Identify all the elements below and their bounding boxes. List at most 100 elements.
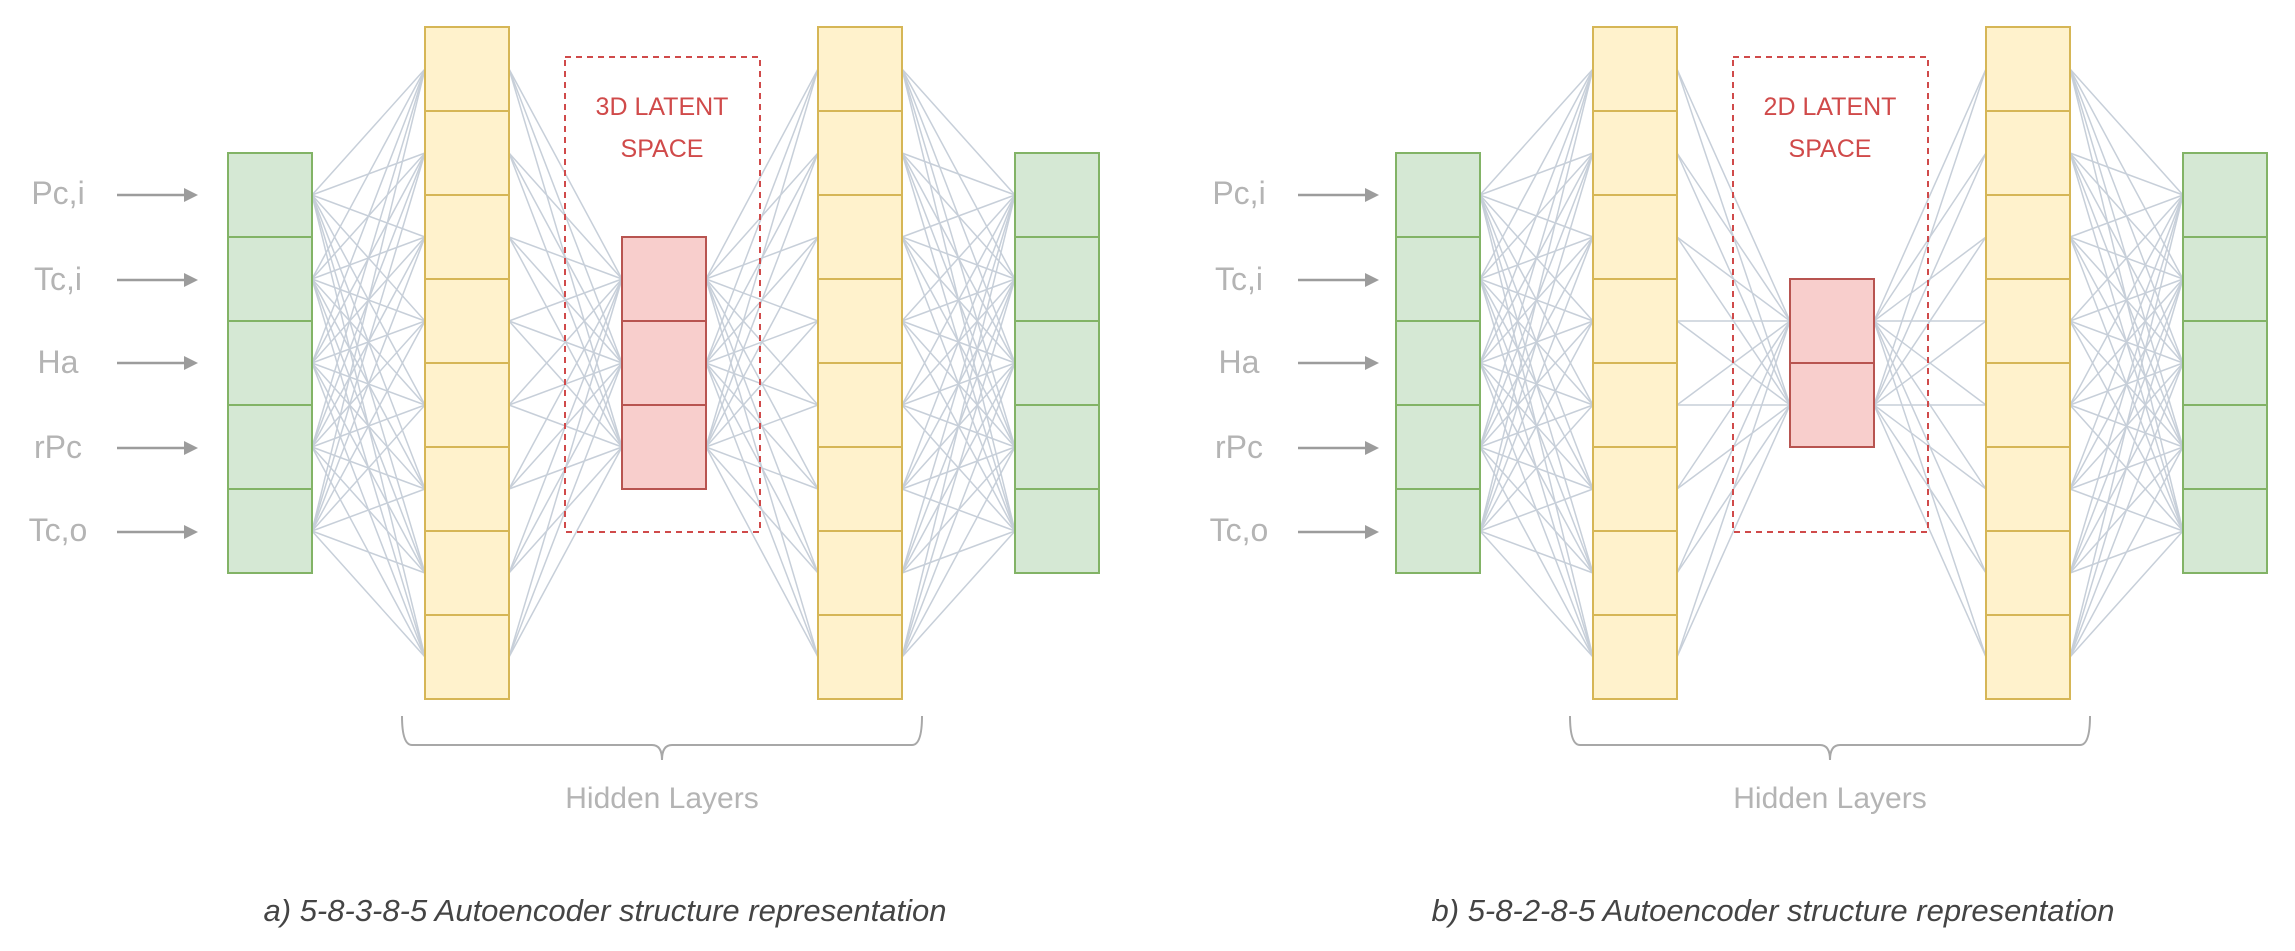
hidden-layers-brace <box>1569 715 2091 761</box>
neuron-cell <box>227 236 313 322</box>
neuron-cell <box>1592 278 1678 364</box>
arrow-icon <box>117 356 198 370</box>
connection-line <box>2069 68 2184 196</box>
arrow-icon <box>117 273 198 287</box>
connection-line <box>901 68 1016 196</box>
neuron-cell <box>1395 320 1481 406</box>
neuron-cell <box>227 152 313 238</box>
arrow-icon <box>1298 441 1379 455</box>
latent-layer <box>621 236 707 490</box>
panel-a: 3D LATENT SPACE Pc,i Tc,i Ha rPc Tc,o Hi… <box>29 26 1100 928</box>
neuron-cell <box>424 614 510 700</box>
decoder-hidden-layer <box>817 26 903 700</box>
neuron-cell <box>817 530 903 616</box>
connection-line <box>2069 194 2184 322</box>
neuron-cell <box>1789 278 1875 364</box>
neuron-cell <box>1592 530 1678 616</box>
hidden-layers-label: Hidden Layers <box>1733 782 1926 815</box>
panel-b: 2D LATENT SPACE Pc,i Tc,i Ha rPc Tc,o Hi… <box>1210 26 2268 928</box>
latent-space-box: 2D LATENT SPACE <box>1732 56 1929 533</box>
layer-cells <box>1395 26 2268 700</box>
neuron-cell <box>1985 110 2071 196</box>
arrow-icon <box>1298 525 1379 539</box>
neuron-cell <box>1592 26 1678 112</box>
connection-line <box>2069 152 2184 196</box>
connection-line <box>311 68 426 448</box>
input-label: Tc,o <box>1210 512 1269 548</box>
connection-line <box>1676 236 1791 322</box>
connection-line <box>705 152 819 448</box>
input-label: Tc,i <box>34 261 82 297</box>
neuron-cell <box>1395 404 1481 490</box>
connection-line <box>705 236 819 448</box>
connection-line <box>705 68 819 364</box>
connection-line <box>1479 68 1594 196</box>
neuron-cell <box>424 194 510 280</box>
connection-line <box>508 446 623 658</box>
connection-line <box>508 278 623 406</box>
neuron-cell <box>1014 320 1100 406</box>
connection-line <box>2069 194 2184 406</box>
connection-line <box>705 68 819 448</box>
connection-line <box>311 404 426 532</box>
input-label: rPc <box>1215 429 1263 465</box>
connection-line <box>2069 278 2184 658</box>
connection-line <box>1873 236 1987 406</box>
connection-line <box>901 194 1016 406</box>
connection-line <box>311 320 426 532</box>
neuron-cell <box>227 488 313 574</box>
input-label: Pc,i <box>31 175 84 211</box>
neuron-cell <box>2182 152 2268 238</box>
neuron-cell <box>424 26 510 112</box>
connection-line <box>2069 362 2184 658</box>
connection-line <box>1479 530 1594 658</box>
connection-line <box>1479 488 1594 532</box>
arrow-icon <box>1298 273 1379 287</box>
neuron-cell <box>1395 488 1481 574</box>
connection-line <box>1479 530 1594 574</box>
connection-line <box>2069 530 2184 658</box>
input-layer <box>227 152 313 574</box>
connection-line <box>1479 68 1594 364</box>
connection-line <box>901 194 1016 322</box>
input-label: Tc,i <box>1215 261 1263 297</box>
neuron-cell <box>1395 236 1481 322</box>
connection-line <box>1479 68 1594 280</box>
input-layer <box>1395 152 1481 574</box>
neuron-cell <box>424 278 510 364</box>
input-arrows <box>117 188 198 539</box>
connection-line <box>901 446 1016 658</box>
connection-line <box>705 68 819 280</box>
connection-line <box>705 446 819 490</box>
connection-line <box>311 488 426 532</box>
encoder-hidden-layer <box>424 26 510 700</box>
input-label: Pc,i <box>1212 175 1265 211</box>
neuron-cell <box>2182 404 2268 490</box>
connection-line <box>1873 68 1987 406</box>
neuron-cell <box>227 320 313 406</box>
neuron-cell <box>2182 236 2268 322</box>
connection-line <box>1873 404 1987 574</box>
connection-line <box>2069 194 2184 238</box>
neuron-cell <box>1592 194 1678 280</box>
latent-space-label-line1: 3D LATENT <box>596 93 729 121</box>
neuron-cell <box>817 110 903 196</box>
arrow-icon <box>1298 188 1379 202</box>
connection-line <box>1479 404 1594 532</box>
connection-line <box>508 362 623 658</box>
connection-line <box>311 152 426 532</box>
connection-line <box>1873 404 1987 658</box>
connection-line <box>2069 194 2184 490</box>
neuron-cell <box>227 404 313 490</box>
neuron-cell <box>1592 362 1678 448</box>
input-label: Tc,o <box>29 512 88 548</box>
neuron-cell <box>621 236 707 322</box>
arrow-icon <box>117 188 198 202</box>
connection-line <box>705 404 819 448</box>
neuron-cell <box>1985 362 2071 448</box>
connection-line <box>2069 194 2184 658</box>
neuron-cell <box>1592 446 1678 532</box>
neuron-cell <box>1985 278 2071 364</box>
connection-line <box>1873 152 1987 406</box>
